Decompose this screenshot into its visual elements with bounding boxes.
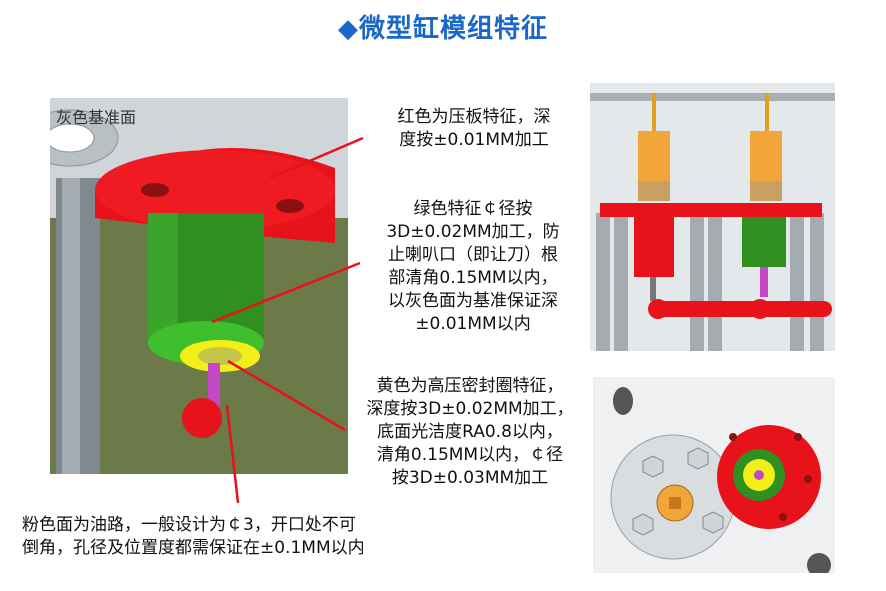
note-red-feature: 红色为压板特征，深 度按±0.01MM加工 [397,107,551,150]
page-title: ◆微型缸模组特征 [338,14,548,44]
image-label-gray-datum: 灰色基准面 [56,108,137,127]
note-green-feature: 绿色特征￠径按 3D±0.02MM加工，防 止喇叭口（即让刀）根 部清角0.15… [386,199,560,334]
note-pink-feature: 粉色面为油路，一般设计为￠3，开口处不可 倒角，孔径及位置度都需保证在±0.1M… [22,515,365,558]
side-3d-image [590,83,835,351]
top-view-3d-image [593,377,835,573]
main-3d-image: 灰色基准面 [50,98,348,474]
note-yellow-feature: 黄色为高压密封圈特征， 深度按3D±0.02MM加工， 底面光洁度RA0.8以内… [366,376,574,488]
